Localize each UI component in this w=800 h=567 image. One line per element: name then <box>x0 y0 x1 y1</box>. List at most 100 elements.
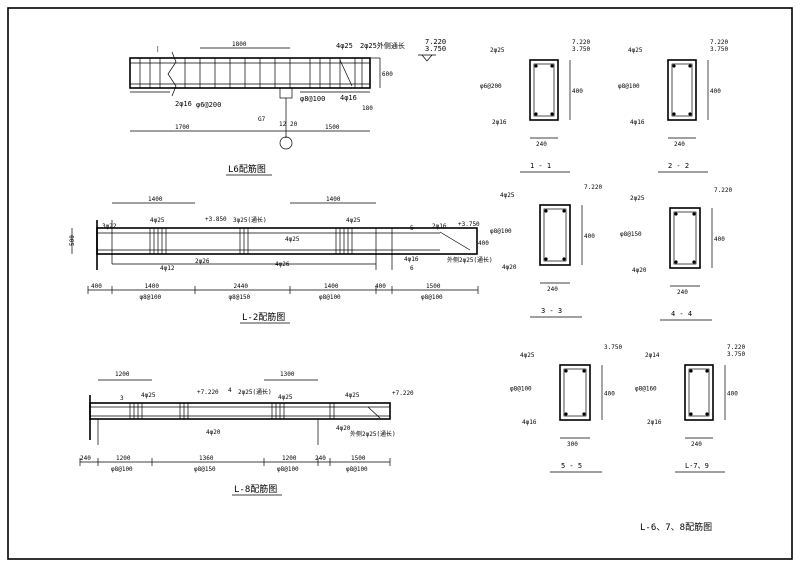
section-bot-bar: 4φ20 <box>632 267 647 274</box>
l8-outer-note: 外侧2φ25(通长) <box>350 430 396 438</box>
l2-bar-2-26: 2φ26 <box>195 258 210 265</box>
l6-beam-outline <box>129 57 371 89</box>
l2-bar-4-16: 4φ16 <box>404 256 419 263</box>
l8-stirrup-1: φ8@150 <box>194 466 216 473</box>
section-elev-1: 3.750 <box>604 344 622 351</box>
l8-bar-4-25b: 4φ25 <box>278 394 293 401</box>
l6-g7: G7 <box>258 116 266 123</box>
section-elev-1: 7.220 <box>714 187 732 194</box>
section-width: 240 <box>674 141 685 148</box>
section-elev-2: 3.750 <box>710 46 728 53</box>
l8-bar-4-25c: 4φ25 <box>345 392 360 399</box>
l8-dim-2: 1360 <box>199 455 214 462</box>
section-top-bar: 2φ14 <box>645 352 660 359</box>
l2-bar-3-22: 3φ22 <box>102 223 117 230</box>
l2-sec6: 6 <box>410 265 414 272</box>
section-top-bar: 4φ25 <box>500 192 515 199</box>
l2-dim-0: 400 <box>91 283 102 290</box>
l8-elev-7220b: +7.220 <box>392 390 414 397</box>
l8-stirrup-3: φ8@100 <box>346 466 368 473</box>
l8-dim-4: 240 <box>315 455 326 462</box>
l2-elev-3850: +3.850 <box>205 216 227 223</box>
section-stirrup: φ8@150 <box>620 231 642 238</box>
l6-stirrup-a: φ6@200 <box>196 101 221 109</box>
l8-bar-2-25: 2φ25(通长) <box>238 388 272 396</box>
section-stirrup: φ8@100 <box>490 228 512 235</box>
l6-dim-1800: 1800 <box>232 41 247 48</box>
l2-top-1400a: 1400 <box>148 196 163 203</box>
section-height: 400 <box>727 391 738 398</box>
section-top-bar: 2φ25 <box>490 47 505 54</box>
l2-h400: 400 <box>478 240 489 247</box>
l8-dim-3: 1200 <box>282 455 297 462</box>
l2-dim-4: 400 <box>375 283 386 290</box>
section-elev-1: 7.220 <box>572 39 590 46</box>
section-height: 400 <box>584 233 595 240</box>
section-label: 4 - 4 <box>671 310 692 318</box>
svg-text:|: | <box>156 46 160 53</box>
section-4: 400 240 2φ25 φ8@150 4φ20 7.220 4 - 4 <box>620 187 732 321</box>
section-stirrup: φ6@200 <box>480 83 502 90</box>
section-bot-bar: 4φ16 <box>522 419 537 426</box>
l6-bot-bar2: 4φ16 <box>340 94 357 102</box>
section-height: 400 <box>710 88 721 95</box>
section-label: 2 - 2 <box>668 162 689 170</box>
section-label: 3 - 3 <box>541 307 562 315</box>
l8-sec3: 3 <box>120 395 124 402</box>
l6-title: L6配筋图 <box>228 163 266 175</box>
section-top-bar: 4φ25 <box>520 352 535 359</box>
l6-dim-1700: 1700 <box>175 124 190 131</box>
l6-side-bar: 2φ25外侧通长 <box>360 41 405 50</box>
l2-stirrup-2: φ8@100 <box>319 294 341 301</box>
l2-stirrup-1: φ8@150 <box>229 294 251 301</box>
l8-bar-4-20b: 4φ20 <box>336 425 351 432</box>
l6-dim-600: 600 <box>382 71 393 78</box>
l2-bar-4-25c: 4φ25 <box>346 217 361 224</box>
l8-dim-5: 1500 <box>351 455 366 462</box>
l2-sec5: 5 <box>410 225 414 232</box>
section-width: 300 <box>567 441 578 448</box>
l2-outer-note: 外侧2φ25(通长) <box>447 256 493 264</box>
l8-dim-1: 1200 <box>116 455 131 462</box>
l6-elev-2: 3.750 <box>425 45 446 53</box>
section-width: 240 <box>547 286 558 293</box>
section-elev-1: 7.220 <box>727 344 745 351</box>
section-label: 5 - 5 <box>561 462 582 470</box>
section-elev-2: 3.750 <box>572 46 590 53</box>
section-width: 240 <box>691 441 702 448</box>
l2-bar-4-26: 4φ26 <box>275 261 290 268</box>
l8-elev-7220a: +7.220 <box>197 389 219 396</box>
l2-elevation: 1400 1400 500 3φ22 4φ25 +3.850 3φ25(通长) … <box>69 196 493 324</box>
l8-top-1300: 1300 <box>280 371 295 378</box>
l2-stirrup-0: φ8@100 <box>140 294 162 301</box>
l2-bar-4-12: 4φ12 <box>160 265 175 272</box>
section-height: 400 <box>714 236 725 243</box>
l6-top-bar: 4φ25 <box>336 42 353 50</box>
l6-dim-1500: 1500 <box>325 124 340 131</box>
section-width: 240 <box>536 141 547 148</box>
section-width: 240 <box>677 289 688 296</box>
l2-stirrup-3: φ8@100 <box>421 294 443 301</box>
l2-elev-3750: +3.750 <box>458 221 480 228</box>
l8-bar-4-20a: 4φ20 <box>206 429 221 436</box>
section-bot-bar: 4φ20 <box>502 264 517 271</box>
section-top-bar: 2φ25 <box>630 195 645 202</box>
l2-dim-2: 2440 <box>234 283 249 290</box>
section-stirrup: φ8@160 <box>635 386 657 393</box>
l2-bar-2-16: 2φ16 <box>432 223 447 230</box>
l2-bar-4-25a: 4φ25 <box>150 217 165 224</box>
section-stirrup: φ8@100 <box>510 386 532 393</box>
sheet-border <box>7 7 793 560</box>
section-elev-1: 7.220 <box>710 39 728 46</box>
section-bot-bar: 4φ16 <box>630 119 645 126</box>
l2-bar-4-25b: 4φ25 <box>285 236 300 243</box>
l8-top-1200a: 1200 <box>115 371 130 378</box>
l8-beam-outline <box>89 402 391 420</box>
section-top-bar: 4φ25 <box>628 47 643 54</box>
l8-sec4: 4 <box>228 387 232 394</box>
